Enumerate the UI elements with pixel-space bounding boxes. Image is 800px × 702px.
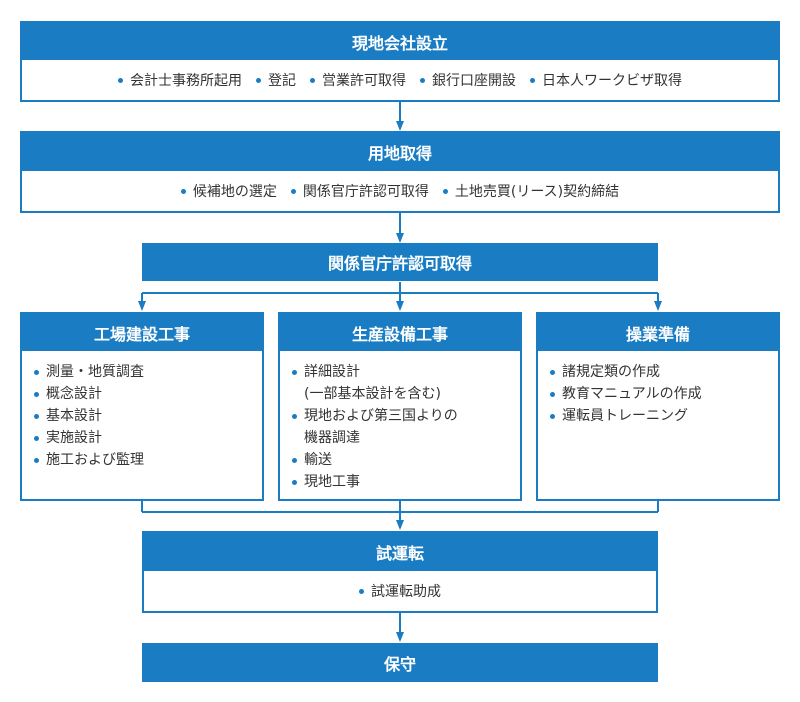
step-establish-title: 現地会社設立 [22,23,778,60]
list-item: 登記 [256,70,296,90]
list-item: 関係官庁許認可取得 [290,181,429,201]
list-item: 運転員トレーニング [550,405,778,427]
bullet-icon [550,370,555,375]
list-item: 施工および監理 [34,449,262,471]
list-item: 候補地の選定 [180,181,277,201]
step-production-title: 生産設備工事 [280,314,520,351]
bullet-icon [550,414,555,419]
list-item-continuation: (一部基本設計を含む) [304,386,441,402]
list-item: 日本人ワークビザ取得 [530,70,682,90]
bullet-icon [118,77,123,83]
bullet-icon [292,414,297,419]
list-item: 輸送 [292,449,520,471]
bullet-icon [292,370,297,375]
list-item: 会計士事務所起用 [118,70,242,90]
step-trial-items: 試運転助成 [144,571,656,611]
step-land-items: 候補地の選定 関係官庁許認可取得 土地売買(リース)契約締結 [22,171,778,211]
step-land-acquisition: 用地取得 候補地の選定 関係官庁許認可取得 土地売買(リース)契約締結 [20,131,780,213]
step-establish-company: 現地会社設立 会計士事務所起用 登記 営業許可取得 銀行口座開設 日本人ワークビ… [20,21,780,102]
bullet-icon [34,392,39,397]
bullet-icon [420,77,425,83]
step-production-equipment: 生産設備工事 詳細設計 (一部基本設計を含む) 現地および第三国よりの 機器調達… [278,312,522,501]
bullet-icon [550,392,555,397]
step-factory-title: 工場建設工事 [22,314,262,351]
step-land-title: 用地取得 [22,133,778,171]
bullet-icon [530,77,535,83]
bullet-icon [180,188,186,194]
step-establish-items: 会計士事務所起用 登記 営業許可取得 銀行口座開設 日本人ワークビザ取得 [22,60,778,100]
bullet-icon [359,588,364,594]
step-maintenance: 保守 [142,643,658,682]
list-item: 現地工事 [292,471,520,493]
list-item: 諸規定類の作成 [550,361,778,383]
step-production-items: 詳細設計 (一部基本設計を含む) 現地および第三国よりの 機器調達 輸送 現地工… [280,351,520,493]
list-item: 概念設計 [34,383,262,405]
list-item: 営業許可取得 [310,70,406,90]
step-operations-title: 操業準備 [538,314,778,351]
step-operations-items: 諸規定類の作成 教育マニュアルの作成 運転員トレーニング [538,351,778,427]
bullet-icon [310,77,315,83]
list-item: 試運転助成 [359,581,441,601]
list-item: 測量・地質調査 [34,361,262,383]
list-item: 基本設計 [34,405,262,427]
step-trial-title: 試運転 [144,533,656,571]
list-item-continuation: 機器調達 [304,430,360,446]
list-item: 土地売買(リース)契約締結 [442,181,619,201]
bullet-icon [34,458,39,463]
step-operations-prep: 操業準備 諸規定類の作成 教育マニュアルの作成 運転員トレーニング [536,312,780,501]
bullet-icon [34,414,39,419]
list-item: 詳細設計 [292,361,520,383]
step-trial-run: 試運転 試運転助成 [142,531,658,613]
step-permits: 関係官庁許認可取得 [142,243,658,281]
bullet-icon [256,77,261,83]
list-item: 教育マニュアルの作成 [550,383,778,405]
step-factory-construction: 工場建設工事 測量・地質調査 概念設計 基本設計 実施設計 施工および監理 [20,312,264,501]
list-item: 現地および第三国よりの [292,405,520,427]
bullet-icon [292,480,297,485]
list-item: 実施設計 [34,427,262,449]
bullet-icon [290,188,296,194]
step-factory-items: 測量・地質調査 概念設計 基本設計 実施設計 施工および監理 [22,351,262,471]
bullet-icon [34,436,39,441]
bullet-icon [292,458,297,463]
list-item: 銀行口座開設 [420,70,516,90]
bullet-icon [442,188,448,194]
bullet-icon [34,370,39,375]
